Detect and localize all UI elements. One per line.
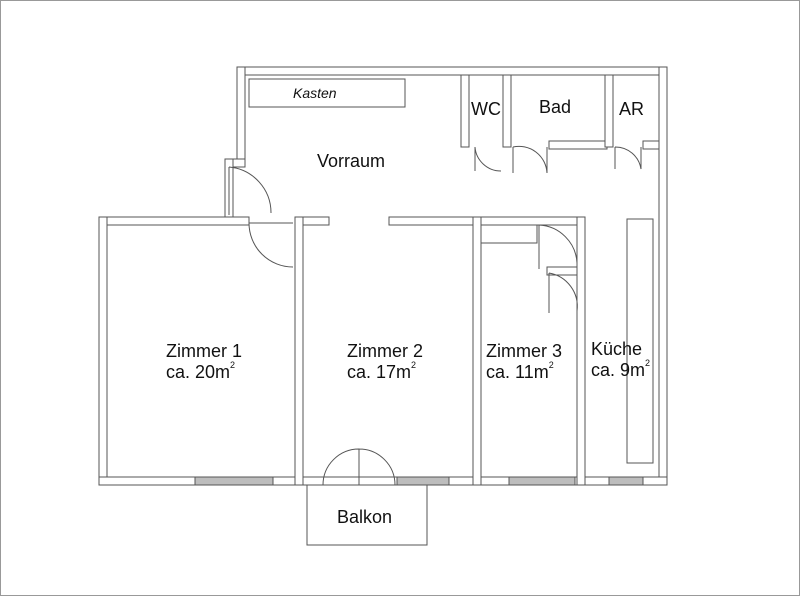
zimmer1-top-wall [98,216,250,226]
walls [98,66,668,486]
balcony-outline [306,484,428,546]
ar-label: AR [619,99,645,119]
wc-bad-wall [502,74,512,148]
wall-z2-z3 [472,216,482,486]
closet [248,78,406,108]
right-wall [658,66,668,486]
zimmer1-name: Zimmer 1 [166,341,242,361]
zimmer3-side-door [548,272,578,313]
ar-bottom-stub [642,140,660,150]
zimmer1-label: Zimmer 1 ca. 20m2 [166,341,242,382]
entry-door [228,166,272,215]
zimmer3-area: ca. 11m2 [486,359,554,382]
balcony-door [322,448,396,486]
wc-label: WC [471,99,501,119]
bad-door [512,145,548,174]
zimmer3-name: Zimmer 3 [486,341,562,361]
window-zimmer2 [396,476,450,486]
zimmer1-area: ca. 20m2 [166,359,236,382]
ar-door [614,146,642,170]
bad-bottom-wall [548,140,608,150]
zimmer3-door-stub [546,266,578,276]
bad-label: Bad [539,97,572,117]
kueche-label: Küche ca. 9m2 [591,339,650,380]
kueche-name: Küche [591,339,643,359]
zimmer2-area: ca. 17m2 [347,359,417,382]
doors [228,145,642,486]
window-zimmer3 [508,476,576,486]
kitchen-counter [626,218,654,464]
zimmer3-top-wall [480,216,584,226]
zimmer3-label: Zimmer 3 ca. 11m2 [486,341,562,382]
zimmer2-label: Zimmer 2 ca. 17m2 [347,341,423,382]
wall-z1-z2 [294,216,304,486]
zimmer2-top-wall-right [388,216,482,226]
wall-z3-kueche [576,216,586,486]
zimmer1-door [248,222,294,268]
wc-door [474,146,502,172]
bad-ar-wall [604,74,614,148]
top-wall [236,66,668,76]
zimmer2-name: Zimmer 2 [347,341,423,361]
closet-label: Kasten [293,85,337,101]
left-upper-wall [236,66,246,160]
wc-left-wall [460,74,470,148]
balkon-label: Balkon [337,507,393,527]
west-wall [98,216,108,486]
vorraum-label: Vorraum [317,151,386,171]
kueche-area: ca. 9m2 [591,357,651,380]
zimmer3-door [538,224,578,269]
window-zimmer1 [194,476,274,486]
window-kueche [608,476,644,486]
